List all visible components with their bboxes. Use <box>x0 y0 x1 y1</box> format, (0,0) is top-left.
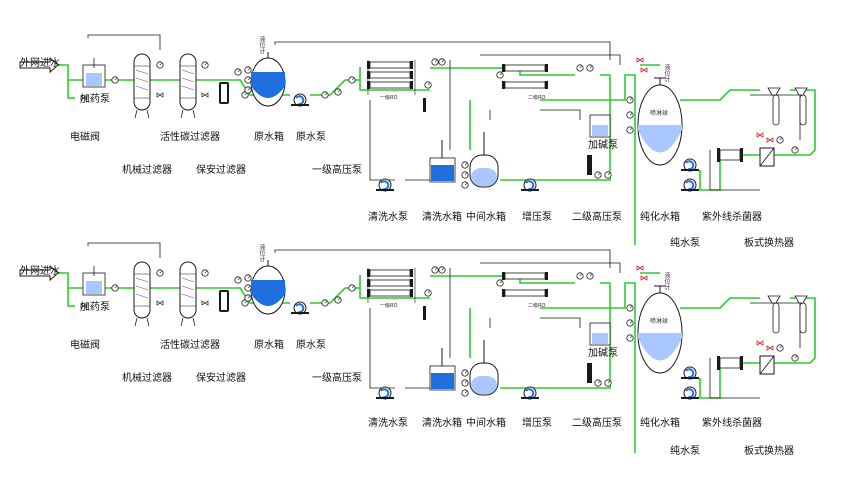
label-carbon-filter: 活性碳过滤器 <box>160 132 220 143</box>
label-level-meter-pure: 液位计 <box>663 272 670 290</box>
label-plate-exchanger: 板式换热器 <box>744 446 794 457</box>
label-uv-sterilizer: 紫外线杀菌器 <box>702 212 762 223</box>
label-mid-tank: 中间水箱 <box>466 418 506 429</box>
label-pure-tank: 纯化水箱 <box>640 418 680 429</box>
label-uv-sterilizer: 紫外线杀菌器 <box>702 418 762 429</box>
label-security-filter: 保安过滤器 <box>196 165 246 176</box>
label-dosing-pump: 加药泵 <box>80 94 110 105</box>
label-mechanical-filter: 机械过滤器 <box>122 373 172 384</box>
label-mid-tank: 中间水箱 <box>466 212 506 223</box>
label-level-meter: 液位计 <box>258 36 265 54</box>
label-inlet: 外网进水 <box>20 58 60 69</box>
label-rinse-tank: 清洗水箱 <box>422 212 462 223</box>
label-hp-pump-2: 二级高压泵 <box>572 212 622 223</box>
label-inlet: 外网进水 <box>20 266 60 277</box>
label-booster-pump: 增压泵 <box>522 418 552 429</box>
label-level-meter: 液位计 <box>258 244 265 262</box>
label-ro2: 二级RO <box>528 95 546 101</box>
label-hp-pump-1: 一级高压泵 <box>312 165 362 176</box>
label-rinse-pump: 清洗水泵 <box>368 418 408 429</box>
label-dosing-pump: 加药泵 <box>80 302 110 313</box>
label-pure-tank: 纯化水箱 <box>640 212 680 223</box>
label-alkali-pump: 加碱泵 <box>588 348 618 359</box>
label-raw-pump: 原水泵 <box>296 132 326 143</box>
label-spray-ball: 喷淋球 <box>650 110 669 117</box>
label-plate-exchanger: 板式换热器 <box>744 238 794 249</box>
label-pure-pump: 纯水泵 <box>670 238 700 249</box>
label-pure-pump: 纯水泵 <box>670 446 700 457</box>
label-solenoid-valve: 电磁阀 <box>70 132 100 143</box>
label-hp-pump-1: 一级高压泵 <box>312 373 362 384</box>
label-hp-pump-2: 二级高压泵 <box>572 418 622 429</box>
label-raw-pump: 原水泵 <box>296 340 326 351</box>
label-security-filter: 保安过滤器 <box>196 373 246 384</box>
label-ro2: 二级RO <box>528 303 546 309</box>
label-alkali-pump: 加碱泵 <box>588 140 618 151</box>
label-solenoid-valve: 电磁阀 <box>70 340 100 351</box>
label-rinse-pump: 清洗水泵 <box>368 212 408 223</box>
label-ro1: 一级RO <box>380 95 398 101</box>
label-raw-tank: 原水箱 <box>254 132 284 143</box>
label-ro1: 一级RO <box>380 303 398 309</box>
label-booster-pump: 增压泵 <box>522 212 552 223</box>
label-raw-tank: 原水箱 <box>254 340 284 351</box>
label-rinse-tank: 清洗水箱 <box>422 418 462 429</box>
label-carbon-filter: 活性碳过滤器 <box>160 340 220 351</box>
label-spray-ball: 喷淋球 <box>650 318 669 325</box>
label-level-meter-pure: 液位计 <box>663 64 670 82</box>
label-mechanical-filter: 机械过滤器 <box>122 165 172 176</box>
